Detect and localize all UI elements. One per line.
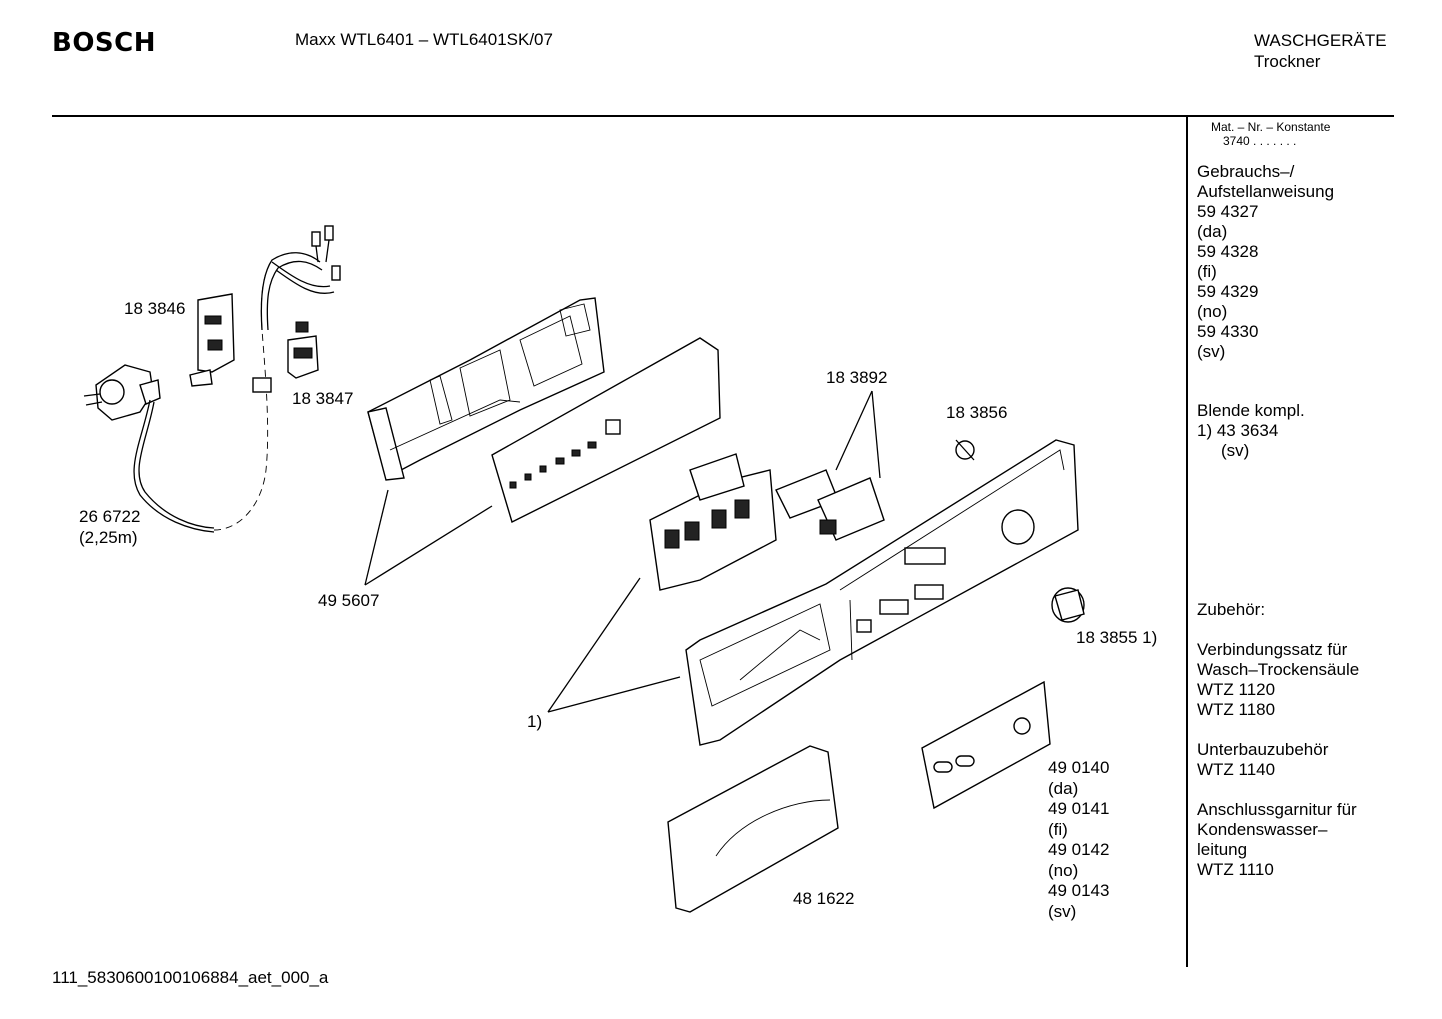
- accessories-block: Zubehör: Verbindungssatz für Wasch–Trock…: [1197, 600, 1359, 880]
- panel-line: 1) 43 3634: [1197, 421, 1279, 440]
- manual-lang: (no): [1197, 302, 1228, 321]
- accessory-text: Anschlussgarnitur für: [1197, 800, 1357, 819]
- accessory-text: Unterbauzubehör: [1197, 740, 1329, 759]
- selector-module-illustration: [775, 469, 885, 541]
- part-label: 18 3856: [946, 403, 1008, 422]
- plate-lang: (fi): [1048, 819, 1068, 839]
- accessories-title: Zubehör:: [1197, 600, 1266, 619]
- accessory-text: Wasch–Trockensäule: [1197, 660, 1360, 679]
- plate-number: 49 0141: [1048, 799, 1110, 818]
- plate-part-list: 49 0140 (da) 49 0141 (fi) 49 0142 (no) 4…: [1048, 758, 1109, 922]
- exploded-parts-drawing: [83, 225, 1085, 913]
- header-divider: [52, 115, 1394, 117]
- document-code: 111_5830600100106884_aet_000_a: [52, 968, 329, 987]
- manual-title-2: Aufstellanweisung: [1197, 182, 1335, 201]
- door-illustration: [667, 745, 839, 913]
- category-line-2: Trockner: [1254, 52, 1321, 71]
- selector-knob-illustration: [1051, 587, 1085, 623]
- plate-lang: (sv): [1048, 901, 1077, 921]
- accessory-item: WTZ 1140: [1197, 760, 1276, 779]
- filter-part-illustration: [189, 293, 235, 387]
- accessory-text: Kondenswasser–: [1197, 820, 1328, 839]
- rear-frame-illustration: [367, 297, 605, 481]
- panel-block: Blende kompl. 1) 43 3634 (sv): [1197, 401, 1305, 461]
- mat-label: Mat. – Nr. – Konstante: [1211, 120, 1331, 134]
- mat-value: 3740 . . . . . . .: [1223, 134, 1297, 148]
- plate-number: 49 0143: [1048, 881, 1110, 900]
- manual-number: 59 4329: [1197, 282, 1259, 301]
- control-panel-illustration: [685, 439, 1079, 746]
- part-label: 1): [527, 712, 543, 731]
- plate-lang: (no): [1048, 860, 1079, 880]
- button-strip-illustration: [491, 337, 721, 523]
- part-label: 18 3892: [826, 368, 888, 387]
- dispenser-insert-illustration: [649, 453, 777, 591]
- accessory-text: leitung: [1197, 840, 1248, 859]
- knob-illustration: [955, 439, 975, 461]
- brand-logo: BOSCH: [52, 28, 156, 58]
- panel-title: Blende kompl.: [1197, 401, 1305, 420]
- part-label: 26 6722 (2,25m): [79, 507, 140, 548]
- manual-number: 59 4328: [1197, 242, 1259, 261]
- category-line-1: WASCHGERÄTE: [1254, 31, 1387, 50]
- part-length: (2,25m): [79, 527, 138, 547]
- manual-number: 59 4330: [1197, 322, 1259, 341]
- part-label: 48 1622: [793, 889, 855, 908]
- accessory-item: WTZ 1120: [1197, 680, 1276, 699]
- part-label: 49 5607: [318, 591, 380, 610]
- accessory-item: WTZ 1180: [1197, 700, 1276, 719]
- manual-number: 59 4327: [1197, 202, 1259, 221]
- accessory-text: Verbindungssatz für: [1197, 640, 1348, 659]
- plate-number: 49 0142: [1048, 840, 1110, 859]
- leader-lines: [364, 390, 881, 713]
- panel-lang: (sv): [1221, 441, 1250, 460]
- mains-plug-illustration: [83, 364, 161, 421]
- manual-lang: (sv): [1197, 342, 1226, 361]
- mat-number-block: Mat. – Nr. – Konstante 3740 . . . . . . …: [1211, 120, 1330, 148]
- manual-title-1: Gebrauchs–/: [1197, 162, 1295, 181]
- manual-block: Gebrauchs–/ Aufstellanweisung 59 4327 (d…: [1197, 162, 1334, 362]
- manual-lang: (fi): [1197, 262, 1217, 281]
- plate-number: 49 0140: [1048, 758, 1110, 777]
- language-plate-illustration: [921, 680, 1051, 810]
- switch-part-illustration: [287, 321, 319, 379]
- part-label: 18 3846: [124, 299, 186, 318]
- manual-lang: (da): [1197, 222, 1228, 241]
- plate-lang: (da): [1048, 778, 1079, 798]
- part-number: 26 6722: [79, 507, 141, 526]
- part-label: 18 3847: [292, 389, 354, 408]
- category-label: WASCHGERÄTE Trockner: [1254, 30, 1387, 72]
- sidebar-divider: [1186, 117, 1188, 967]
- accessory-item: WTZ 1110: [1197, 860, 1274, 879]
- part-label: 18 3855 1): [1076, 628, 1158, 647]
- power-cable-illustration: [133, 225, 341, 533]
- model-title: Maxx WTL6401 – WTL6401SK/07: [295, 30, 553, 49]
